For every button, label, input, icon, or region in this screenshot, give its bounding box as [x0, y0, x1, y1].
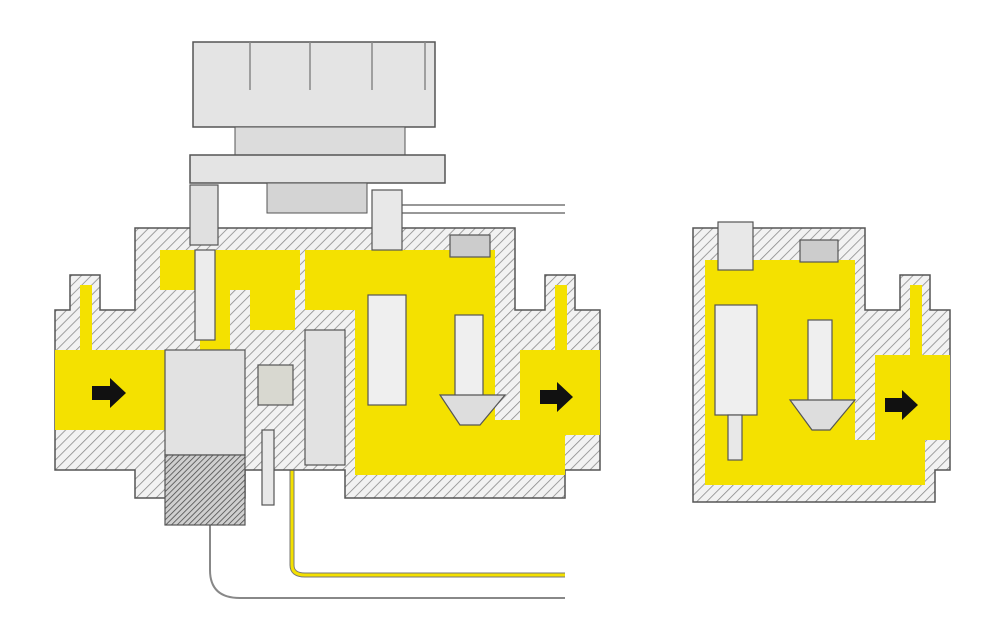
flow-arrow-icon [885, 390, 918, 420]
capillary-tubes [209, 204, 565, 599]
actuator-knob [189, 41, 446, 214]
inset-valve-section [692, 221, 951, 503]
inset-internal-components [714, 221, 857, 461]
internal-components [164, 184, 507, 526]
flow-arrow-icon [92, 378, 126, 408]
main-valve-section [54, 41, 601, 599]
flow-arrow-icon [540, 382, 573, 412]
